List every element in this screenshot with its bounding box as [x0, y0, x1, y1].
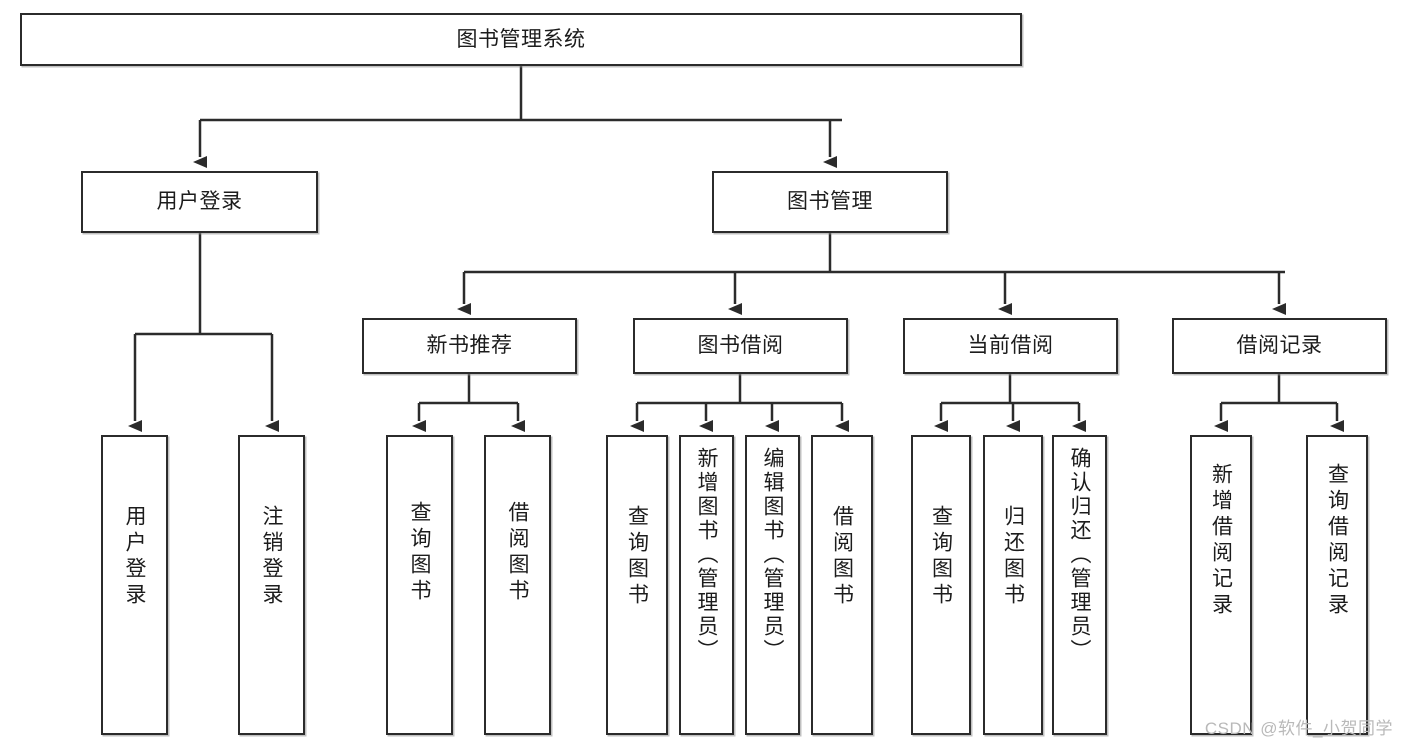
leaf-query-book-newbook-label: 查询图书 [408, 501, 431, 605]
node-current-borrow[interactable]: 当前借阅 [903, 318, 1118, 374]
watermark-text: CSDN @软件_小贺同学 [1204, 719, 1393, 738]
leaf-user-login-label: 用户登录 [123, 505, 146, 609]
leaf-user-login[interactable]: 用户登录 [101, 435, 168, 735]
node-root[interactable]: 图书管理系统 [20, 13, 1022, 66]
node-book-borrow[interactable]: 图书借阅 [633, 318, 848, 374]
edge-userlogin-to-leaves [128, 233, 279, 432]
leaf-add-borrow-record[interactable]: 新增借阅记录 [1190, 435, 1252, 735]
leaf-borrow-book-borrow[interactable]: 借阅图书 [811, 435, 873, 735]
node-book-management-label: 图书管理 [787, 190, 873, 214]
leaf-return-book[interactable]: 归还图书 [983, 435, 1043, 735]
leaf-borrow-book-borrow-label: 借阅图书 [830, 505, 854, 609]
leaf-logout[interactable]: 注销登录 [238, 435, 305, 735]
node-current-borrow-label: 当前借阅 [967, 334, 1054, 358]
node-user-login-label: 用户登录 [156, 190, 243, 214]
leaf-query-book-current-label: 查询图书 [929, 505, 953, 609]
node-user-login[interactable]: 用户登录 [81, 171, 318, 233]
leaf-query-book-borrow[interactable]: 查询图书 [606, 435, 668, 735]
edge-current-to-leaves [934, 374, 1086, 432]
edge-borrow-to-leaves [630, 374, 849, 432]
leaf-add-book-admin-label: 新增图书（管理员） [695, 447, 718, 663]
leaf-query-borrow-record[interactable]: 查询借阅记录 [1306, 435, 1368, 735]
leaf-edit-book-admin[interactable]: 编辑图书（管理员） [745, 435, 800, 735]
leaf-confirm-return-admin-label: 确认归还（管理员） [1068, 447, 1091, 663]
edge-records-to-leaves [1214, 374, 1344, 432]
node-root-label: 图书管理系统 [456, 27, 586, 51]
node-book-borrow-label: 图书借阅 [697, 334, 784, 358]
leaf-borrow-book-newbook-label: 借阅图书 [506, 501, 529, 605]
leaf-add-book-admin[interactable]: 新增图书（管理员） [679, 435, 734, 735]
edge-root-to-level2 [193, 66, 842, 168]
node-new-book-recommend-label: 新书推荐 [426, 334, 513, 358]
leaf-return-book-label: 归还图书 [1001, 505, 1025, 609]
leaf-logout-label: 注销登录 [260, 505, 283, 609]
node-borrow-records-label: 借阅记录 [1236, 334, 1323, 358]
edge-bookmgmt-to-level3 [457, 233, 1286, 315]
leaf-borrow-book-newbook[interactable]: 借阅图书 [484, 435, 551, 735]
leaf-query-book-newbook[interactable]: 查询图书 [386, 435, 453, 735]
leaf-edit-book-admin-label: 编辑图书（管理员） [761, 447, 784, 663]
node-borrow-records[interactable]: 借阅记录 [1172, 318, 1387, 374]
node-book-management[interactable]: 图书管理 [712, 171, 948, 233]
leaf-query-book-borrow-label: 查询图书 [625, 505, 649, 609]
leaf-confirm-return-admin[interactable]: 确认归还（管理员） [1052, 435, 1107, 735]
leaf-add-borrow-record-label: 新增借阅记录 [1209, 463, 1233, 619]
edge-newbook-to-leaves [412, 374, 525, 432]
node-new-book-recommend[interactable]: 新书推荐 [362, 318, 577, 374]
leaf-query-borrow-record-label: 查询借阅记录 [1325, 463, 1349, 619]
leaf-query-book-current[interactable]: 查询图书 [911, 435, 971, 735]
